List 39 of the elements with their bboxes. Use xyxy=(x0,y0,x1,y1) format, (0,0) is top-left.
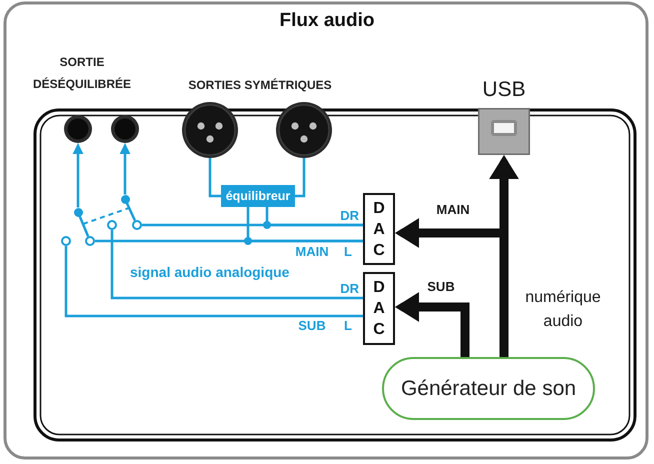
pin-label: L xyxy=(344,244,352,259)
audio-jack-icon xyxy=(64,115,92,143)
switch-contact-icon xyxy=(61,236,71,246)
dac-box: D A C xyxy=(363,193,395,265)
wire xyxy=(64,246,363,318)
balancer-box: équilibreur xyxy=(221,185,295,207)
switch-pole-icon xyxy=(74,208,82,216)
xlr-socket-icon xyxy=(276,102,332,158)
arrow xyxy=(395,292,470,357)
edge-label: MAIN xyxy=(436,202,470,217)
edge-label: SUB xyxy=(427,279,455,294)
switch-contact-icon xyxy=(107,220,117,230)
port-label: USB xyxy=(482,78,526,101)
xlr-socket-icon xyxy=(182,102,238,158)
switch-contact-icon xyxy=(132,220,142,230)
wire xyxy=(246,207,363,242)
channel-label: SUB xyxy=(298,318,326,333)
wire xyxy=(266,207,363,226)
signal-arrow xyxy=(72,143,84,208)
output-label: SORTIES SYMÉTRIQUES xyxy=(188,78,332,92)
wire xyxy=(78,216,90,237)
wire xyxy=(208,158,221,198)
generator-box: Générateur de son xyxy=(382,357,595,420)
channel-label: MAIN xyxy=(295,244,329,259)
wire xyxy=(110,230,363,300)
edge-label: numérique audio xyxy=(525,289,601,330)
output-label: SORTIE DÉSÉQUILIBRÉE xyxy=(32,55,131,91)
wire xyxy=(295,158,306,198)
switch-pole-icon xyxy=(120,194,130,204)
switch-contact-icon xyxy=(85,236,95,246)
pin-label: L xyxy=(344,318,352,333)
wire xyxy=(126,202,136,222)
pin-label: DR xyxy=(340,208,359,223)
dac-box: D A C xyxy=(363,272,395,345)
audio-jack-icon xyxy=(111,115,139,143)
signal-arrow xyxy=(120,143,130,194)
pin-label: DR xyxy=(340,281,359,296)
diagram-title: Flux audio xyxy=(280,10,374,31)
signal-label: signal audio analogique xyxy=(130,264,290,280)
